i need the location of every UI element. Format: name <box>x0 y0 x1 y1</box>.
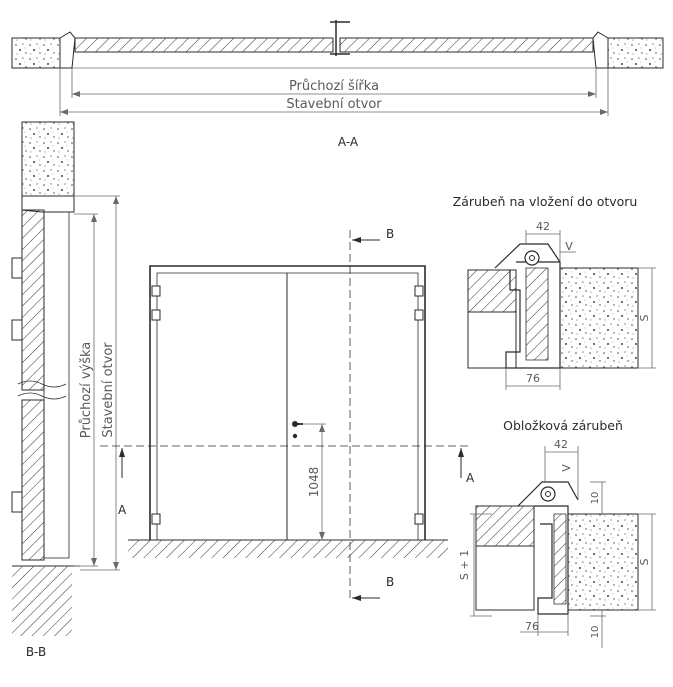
break-line-bb <box>17 380 67 400</box>
outer-frame <box>149 265 426 540</box>
wall-detail-1 <box>559 267 639 369</box>
leaf-lower-bb <box>21 399 45 561</box>
label-dim-10-top: 10 <box>590 492 601 505</box>
label-dim-10-bottom: 10 <box>590 626 601 639</box>
title-oblozkova: Obložková zárubeň <box>503 418 623 433</box>
door-lock <box>292 433 298 439</box>
hinge-right-1 <box>414 285 424 297</box>
label-dim-1048: 1048 <box>307 467 321 498</box>
hinge-body-2 <box>517 481 579 507</box>
label-dim-v-2: V <box>560 464 573 472</box>
leaf-detail-2 <box>475 505 535 547</box>
label-section-aa: A-A <box>338 135 359 149</box>
label-stavebni-otvor-v: Stavební otvor <box>101 342 116 438</box>
label-dim-s-2: S <box>638 558 651 565</box>
label-dim-42-1: 42 <box>536 220 550 233</box>
label-dim-76-2: 76 <box>525 620 539 633</box>
section-bb: Průchozí výška Stavební otvor B-B <box>11 121 120 659</box>
hinge-body-1 <box>494 243 561 269</box>
label-stavebni-otvor-h: Stavební otvor <box>286 97 382 112</box>
label-pruchozi-sirka: Průchozí šířka <box>289 79 379 94</box>
label-dim-s-1: S <box>638 314 651 321</box>
label-mark-a-left: A <box>118 503 127 517</box>
wall-left-aa <box>11 37 61 69</box>
handle-aa <box>330 20 350 56</box>
label-dim-s1: S + 1 <box>458 550 471 580</box>
door-leaf-left-aa <box>74 37 334 53</box>
frame-profile-2 <box>534 505 569 615</box>
label-dim-76-1: 76 <box>526 372 540 385</box>
hinge-pin-1 <box>524 250 540 266</box>
label-mark-b-top: B <box>386 227 394 241</box>
title-zarubne-vlozeni: Zárubeň na vložení do otvoru <box>453 194 638 209</box>
hinge-pin-2 <box>540 486 556 502</box>
hinge-left-2 <box>151 309 161 321</box>
frame-profile-1 <box>505 261 561 369</box>
label-mark-a-right: A <box>466 471 475 485</box>
hinge-right-2 <box>414 309 424 321</box>
hinge-left-1 <box>151 285 161 297</box>
label-mark-b-bottom: B <box>386 575 394 589</box>
label-section-bb: B-B <box>26 645 46 659</box>
label-pruchozi-vyska: Průchozí výška <box>79 342 94 439</box>
label-dim-v-1: V <box>565 240 573 253</box>
frame-left-aa <box>59 31 76 69</box>
leaf-upper-bb <box>21 209 45 391</box>
floor-elevation <box>128 540 448 558</box>
detail-lining-frame: Obložková zárubeň 42 V S + 1 S 10 76 10 <box>458 418 656 648</box>
section-aa-plan: Průchozí šířka Stavební otvor A-A <box>11 20 664 149</box>
hinge-right-3 <box>414 513 424 525</box>
hinge-3-bb <box>11 491 23 513</box>
hinge-left-3 <box>151 513 161 525</box>
door-leaf-right-aa <box>339 37 594 53</box>
wall-detail-2 <box>567 513 639 611</box>
hinge-2-bb <box>11 319 23 341</box>
floor-bb <box>12 566 72 636</box>
leaf-detail-1 <box>467 269 517 313</box>
detail-insert-frame: Zárubeň na vložení do otvoru 42 V 76 S <box>453 194 656 390</box>
wall-right-aa <box>607 37 664 69</box>
front-elevation: 1048 B B A A <box>100 227 475 601</box>
lintel-bb <box>21 121 75 197</box>
label-dim-42-2: 42 <box>554 438 568 451</box>
frame-right-aa <box>592 31 609 69</box>
hinge-1-bb <box>11 257 23 279</box>
